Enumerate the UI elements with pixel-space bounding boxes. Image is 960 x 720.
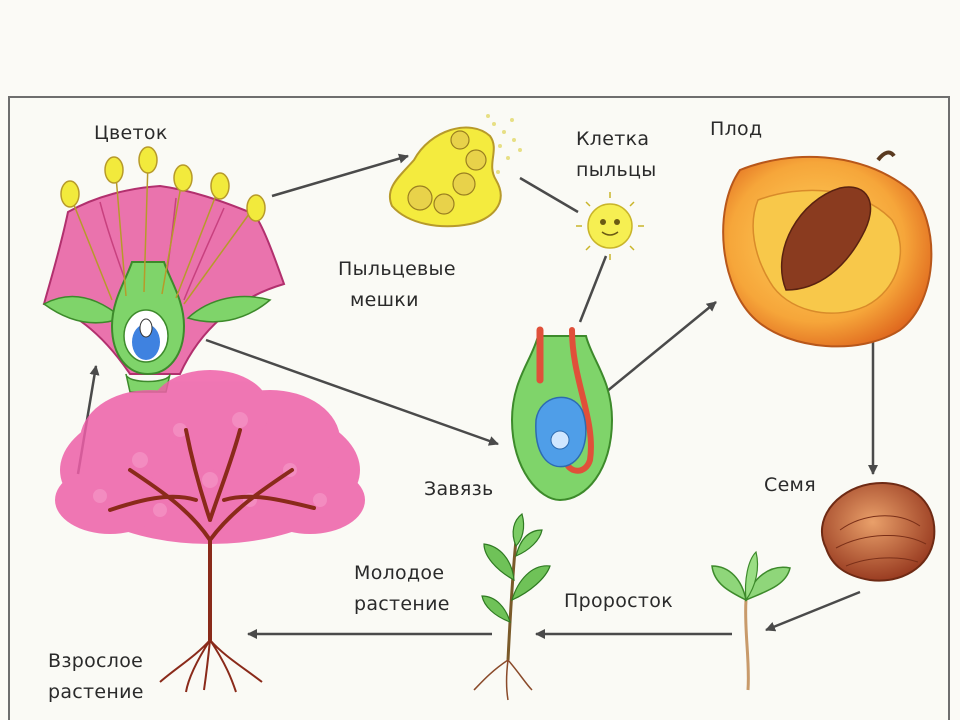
label-ovary: Завязь (424, 478, 494, 500)
arrow-flower-to-ovary (205, 338, 499, 446)
label-seed: Семя (764, 474, 816, 496)
arrow-sacs-to-pollen-cell (519, 176, 579, 214)
label-pollen-sacs-line1: Пыльцевые (338, 258, 456, 280)
label-fruit: Плод (710, 118, 763, 140)
fruit-illustration (722, 150, 933, 348)
label-sprout: Проросток (564, 590, 673, 612)
young-plant-illustration (473, 512, 551, 701)
arrow-flower-to-pollen-sacs (271, 153, 409, 198)
label-pollen-cell-line1: Клетка (576, 128, 650, 150)
label-pollen-sacs-line2: мешки (350, 289, 419, 311)
seed-illustration (820, 482, 936, 582)
arrow-pollen-cell-to-ovary (578, 255, 608, 323)
label-adult-plant-line1: Взрослое (48, 650, 144, 672)
arrow-seed-to-sprout (765, 590, 861, 632)
label-adult-plant-line2: растение (48, 681, 144, 703)
label-pollen-cell-line2: пыльцы (576, 159, 657, 181)
label-young-plant-line1: Молодое (354, 562, 445, 584)
adult-tree-illustration (55, 370, 365, 693)
pollen-cell-illustration (576, 192, 644, 260)
label-young-plant-line2: растение (354, 593, 450, 615)
sprout-illustration (711, 550, 791, 691)
pollen-sacs-illustration (389, 114, 522, 228)
flower-illustration (42, 146, 286, 393)
ovary-illustration (510, 326, 614, 502)
arrow-ovary-to-fruit (605, 301, 717, 393)
label-flower: Цветок (94, 122, 168, 144)
